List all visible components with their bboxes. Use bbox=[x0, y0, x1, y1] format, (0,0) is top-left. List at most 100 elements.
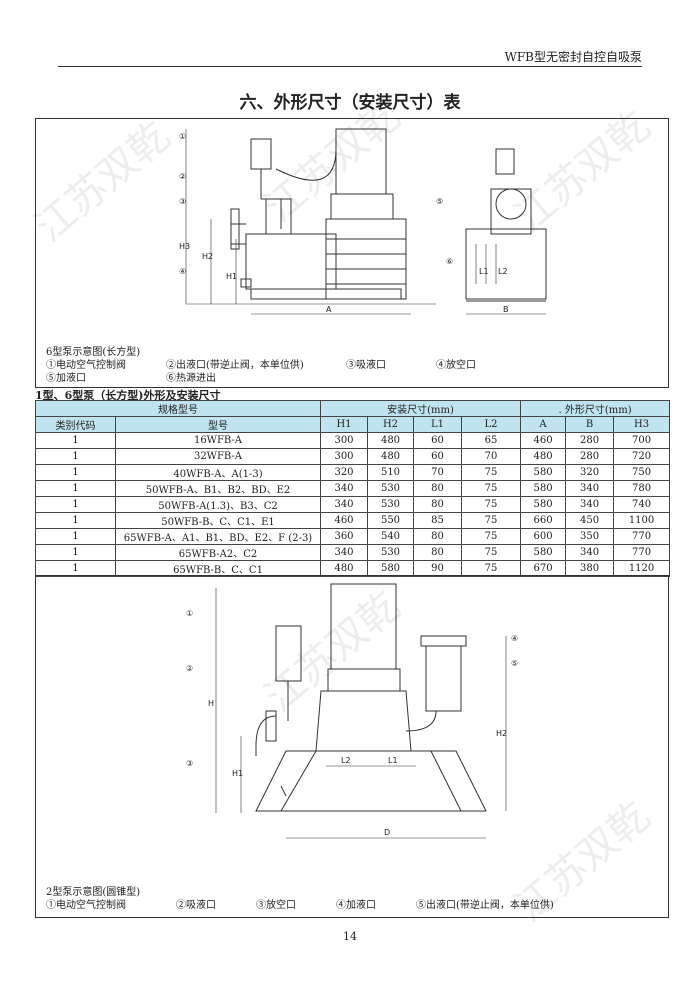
dim-h2: H2 bbox=[496, 729, 507, 738]
legend-item: ②出液口(带逆止阀，本单位供) bbox=[166, 360, 304, 371]
table-cell: 1 bbox=[35, 544, 116, 561]
table-cell: 350 bbox=[565, 528, 615, 545]
table-cell: 60 bbox=[413, 448, 462, 465]
table-cell: 1 bbox=[35, 560, 116, 577]
table-cell: 1120 bbox=[613, 560, 671, 577]
column-header: 型号 bbox=[115, 416, 321, 433]
table-cell: 530 bbox=[367, 544, 414, 561]
callout-6: ⑥ bbox=[446, 257, 453, 266]
table-cell: 340 bbox=[320, 544, 368, 561]
table-cell: 550 bbox=[367, 512, 414, 529]
table-cell: 32WFB-A bbox=[115, 448, 321, 465]
table-cell: 75 bbox=[460, 544, 522, 561]
legend-item: ③放空口 bbox=[256, 900, 296, 911]
dim-h1: H1 bbox=[232, 769, 243, 778]
table-cell: 580 bbox=[520, 496, 567, 513]
table-cell: 340 bbox=[565, 496, 615, 513]
table-cell: 320 bbox=[565, 464, 615, 481]
table-cell: 75 bbox=[460, 496, 522, 513]
table-cell: 50WFB-A、B1、B2、BD、E2 bbox=[115, 480, 321, 497]
dim-h2: H2 bbox=[202, 252, 213, 261]
table-cell: 75 bbox=[460, 528, 522, 545]
table-cell: 1 bbox=[35, 448, 116, 465]
table-cell: 300 bbox=[320, 432, 368, 449]
table-cell: 300 bbox=[320, 448, 368, 465]
table-cell: 740 bbox=[613, 496, 671, 513]
table-cell: 480 bbox=[320, 560, 368, 577]
figure2-caption-title: 2型泵示意图(圆锥型) bbox=[46, 887, 141, 898]
conical-pump-drawing: ① ② ③ ④ ⑤ H H1 H2 L2 L1 D bbox=[186, 583, 518, 839]
table-cell: 75 bbox=[460, 464, 522, 481]
table-cell: 280 bbox=[565, 432, 615, 449]
dim-l1: L1 bbox=[388, 756, 398, 765]
table-caption: 1型、6型泵（长方型)外形及安装尺寸 bbox=[35, 389, 221, 402]
dim-b: B bbox=[503, 305, 509, 314]
legend-item: ④加液口 bbox=[336, 900, 376, 911]
table-cell: 340 bbox=[320, 496, 368, 513]
running-header: WFB型无密封自控自吸泵 bbox=[504, 50, 642, 64]
table-cell: 1 bbox=[35, 496, 116, 513]
table-cell: 720 bbox=[613, 448, 671, 465]
table-cell: 16WFB-A bbox=[115, 432, 321, 449]
figure1-caption-title: 6型泵示意图(长方型) bbox=[46, 347, 141, 358]
page-title: 六、外形尺寸（安装尺寸）表 bbox=[239, 93, 461, 113]
legend-item: ①电动空气控制阀 bbox=[46, 360, 126, 371]
column-header: 类别代码 bbox=[35, 416, 116, 433]
table-cell: 460 bbox=[520, 432, 567, 449]
table-cell: 75 bbox=[460, 512, 522, 529]
table-cell: 360 bbox=[320, 528, 368, 545]
table-cell: 480 bbox=[367, 448, 414, 465]
table-cell: 85 bbox=[413, 512, 462, 529]
column-header: B bbox=[565, 416, 615, 433]
group-header: 规格型号 bbox=[35, 400, 321, 417]
legend-item: ②吸液口 bbox=[176, 900, 216, 911]
callout-1: ① bbox=[179, 132, 186, 141]
table-cell: 65 bbox=[460, 432, 522, 449]
rectangular-pump-drawing: ① ② ③ ④ ⑤ ⑥ H3 H2 H1 A L1 L2 B bbox=[179, 128, 547, 315]
legend-item: ④放空口 bbox=[436, 360, 476, 371]
figure-conical-pump: ① ② ③ ④ ⑤ H H1 H2 L2 L1 D 2型泵示意图(圆锥型) ①电… bbox=[35, 575, 669, 918]
table-cell: 480 bbox=[367, 432, 414, 449]
callout-3: ③ bbox=[186, 759, 193, 768]
dim-a: A bbox=[326, 305, 332, 314]
callout-5: ⑤ bbox=[436, 197, 443, 206]
table-cell: 60 bbox=[413, 432, 462, 449]
table-cell: 1 bbox=[35, 432, 116, 449]
table-cell: 600 bbox=[520, 528, 567, 545]
table-cell: 480 bbox=[520, 448, 567, 465]
table-cell: 80 bbox=[413, 480, 462, 497]
page-number: 14 bbox=[343, 930, 357, 943]
callout-2: ② bbox=[179, 172, 186, 181]
table-cell: 450 bbox=[565, 512, 615, 529]
table-cell: 460 bbox=[320, 512, 368, 529]
column-header: H1 bbox=[320, 416, 368, 433]
figure-rectangular-pump: ① ② ③ ④ ⑤ ⑥ H3 H2 H1 A L1 L2 B 6型泵示意图(长方… bbox=[35, 118, 669, 388]
group-header: . 外形尺寸(mm) bbox=[520, 400, 671, 417]
dim-l2: L2 bbox=[498, 267, 508, 276]
table-cell: 530 bbox=[367, 496, 414, 513]
table-cell: 340 bbox=[565, 544, 615, 561]
legend-item: ③吸液口 bbox=[346, 360, 386, 371]
table-cell: 770 bbox=[613, 544, 671, 561]
column-header: L1 bbox=[413, 416, 462, 433]
dim-l2: L2 bbox=[341, 756, 351, 765]
table-cell: 70 bbox=[460, 448, 522, 465]
legend-item: ⑥热源进出 bbox=[166, 373, 216, 384]
dim-h1: H1 bbox=[226, 272, 237, 281]
dim-h3: H3 bbox=[179, 242, 190, 251]
table-cell: 780 bbox=[613, 480, 671, 497]
callout-5: ⑤ bbox=[511, 659, 518, 668]
column-header: H3 bbox=[613, 416, 671, 433]
table-cell: 340 bbox=[320, 480, 368, 497]
table-cell: 1100 bbox=[613, 512, 671, 529]
